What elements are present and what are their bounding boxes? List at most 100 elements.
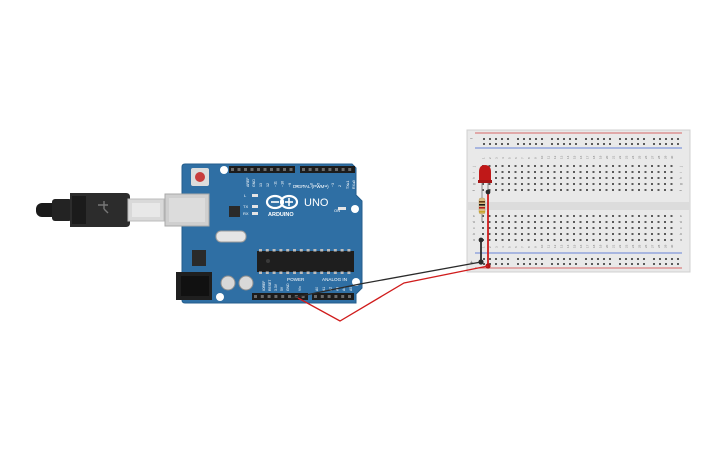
breadboard-hole[interactable] — [579, 165, 582, 167]
breadboard-hole[interactable] — [566, 221, 569, 223]
rail-hole[interactable] — [597, 143, 599, 145]
analog-header[interactable] — [312, 293, 354, 300]
breadboard-hole[interactable] — [670, 171, 673, 173]
breadboard-hole[interactable] — [579, 221, 582, 223]
breadboard-hole[interactable] — [638, 171, 640, 173]
rail-hole[interactable] — [507, 138, 509, 140]
breadboard-hole[interactable] — [495, 227, 497, 229]
rail-hole[interactable] — [529, 138, 531, 140]
breadboard-hole[interactable] — [631, 189, 634, 191]
breadboard-hole[interactable] — [527, 171, 530, 173]
breadboard-hole[interactable] — [599, 171, 601, 173]
breadboard-hole[interactable] — [651, 177, 653, 179]
header-pin-hole[interactable] — [348, 295, 351, 298]
breadboard-hole[interactable] — [625, 171, 627, 173]
breadboard-hole[interactable] — [670, 183, 673, 185]
breadboard-hole[interactable] — [670, 165, 673, 167]
breadboard-hole[interactable] — [547, 227, 549, 229]
breadboard-hole[interactable] — [540, 221, 543, 223]
rail-hole[interactable] — [643, 143, 645, 145]
breadboard-hole[interactable] — [592, 227, 595, 229]
rail-hole[interactable] — [551, 143, 553, 145]
breadboard-hole[interactable] — [592, 233, 595, 235]
breadboard-hole[interactable] — [495, 189, 497, 191]
breadboard-hole[interactable] — [514, 189, 517, 191]
header-pin-hole[interactable] — [302, 168, 305, 171]
breadboard-hole[interactable] — [527, 183, 530, 185]
breadboard-hole[interactable] — [521, 215, 523, 217]
rail-hole[interactable] — [597, 138, 599, 140]
breadboard-hole[interactable] — [592, 171, 595, 173]
rail-hole[interactable] — [541, 258, 543, 260]
breadboard-hole[interactable] — [612, 183, 614, 185]
red-led[interactable] — [478, 165, 492, 190]
breadboard-hole[interactable] — [514, 171, 517, 173]
rail-hole[interactable] — [563, 258, 565, 260]
breadboard-hole[interactable] — [625, 165, 627, 167]
header-pin-hole[interactable] — [328, 168, 332, 171]
rail-hole[interactable] — [585, 258, 587, 260]
breadboard-hole[interactable] — [514, 215, 517, 217]
rail-hole[interactable] — [529, 143, 531, 145]
breadboard-hole[interactable] — [592, 177, 595, 179]
breadboard-hole[interactable] — [495, 165, 497, 167]
breadboard-hole[interactable] — [501, 177, 504, 179]
breadboard-hole[interactable] — [592, 189, 595, 191]
breadboard-hole[interactable] — [566, 183, 569, 185]
breadboard-hole[interactable] — [625, 239, 627, 241]
breadboard-hole[interactable] — [560, 183, 562, 185]
breadboard-hole[interactable] — [586, 239, 588, 241]
breadboard-hole[interactable] — [560, 233, 562, 235]
header-pin-hole[interactable] — [281, 295, 285, 298]
breadboard-hole[interactable] — [566, 215, 569, 217]
breadboard-hole[interactable] — [560, 221, 562, 223]
breadboard-hole[interactable] — [631, 177, 634, 179]
rail-hole[interactable] — [557, 138, 559, 140]
breadboard-hole[interactable] — [553, 189, 556, 191]
rail-hole[interactable] — [517, 258, 519, 260]
breadboard-hole[interactable] — [540, 227, 543, 229]
breadboard-hole[interactable] — [638, 227, 640, 229]
rail-hole[interactable] — [551, 258, 553, 260]
header-pin-hole[interactable] — [348, 168, 352, 171]
breadboard-hole[interactable] — [644, 189, 647, 191]
breadboard-hole[interactable] — [514, 165, 517, 167]
breadboard-hole[interactable] — [521, 227, 523, 229]
breadboard-hole[interactable] — [579, 189, 582, 191]
rail-hole[interactable] — [489, 143, 491, 145]
header-pin-hole[interactable] — [250, 168, 254, 171]
breadboard-hole[interactable] — [560, 215, 562, 217]
breadboard-hole[interactable] — [540, 239, 543, 241]
breadboard-hole[interactable] — [573, 165, 575, 167]
breadboard-hole[interactable] — [612, 189, 614, 191]
rail-hole[interactable] — [483, 263, 485, 265]
breadboard-hole[interactable] — [495, 215, 497, 217]
breadboard-hole[interactable] — [625, 227, 627, 229]
rail-hole[interactable] — [517, 263, 519, 265]
rail-hole[interactable] — [523, 143, 525, 145]
power-header[interactable] — [252, 293, 308, 300]
breadboard-hole[interactable] — [586, 183, 588, 185]
rail-hole[interactable] — [609, 258, 611, 260]
breadboard-hole[interactable] — [508, 183, 510, 185]
breadboard-hole[interactable] — [618, 221, 621, 223]
rail-hole[interactable] — [591, 258, 593, 260]
breadboard-hole[interactable] — [579, 227, 582, 229]
breadboard-hole[interactable] — [540, 171, 543, 173]
rail-hole[interactable] — [541, 138, 543, 140]
breadboard-hole[interactable] — [521, 239, 523, 241]
breadboard-hole[interactable] — [638, 215, 640, 217]
breadboard-hole[interactable] — [534, 227, 536, 229]
breadboard-hole[interactable] — [599, 239, 601, 241]
breadboard-hole[interactable] — [508, 233, 510, 235]
breadboard-hole[interactable] — [540, 215, 543, 217]
rail-hole[interactable] — [597, 258, 599, 260]
rail-hole[interactable] — [671, 258, 673, 260]
header-pin-hole[interactable] — [270, 168, 273, 171]
breadboard-hole[interactable] — [514, 233, 517, 235]
rail-hole[interactable] — [619, 138, 621, 140]
rail-hole[interactable] — [551, 263, 553, 265]
rail-hole[interactable] — [507, 263, 509, 265]
breadboard-hole[interactable] — [488, 165, 491, 167]
